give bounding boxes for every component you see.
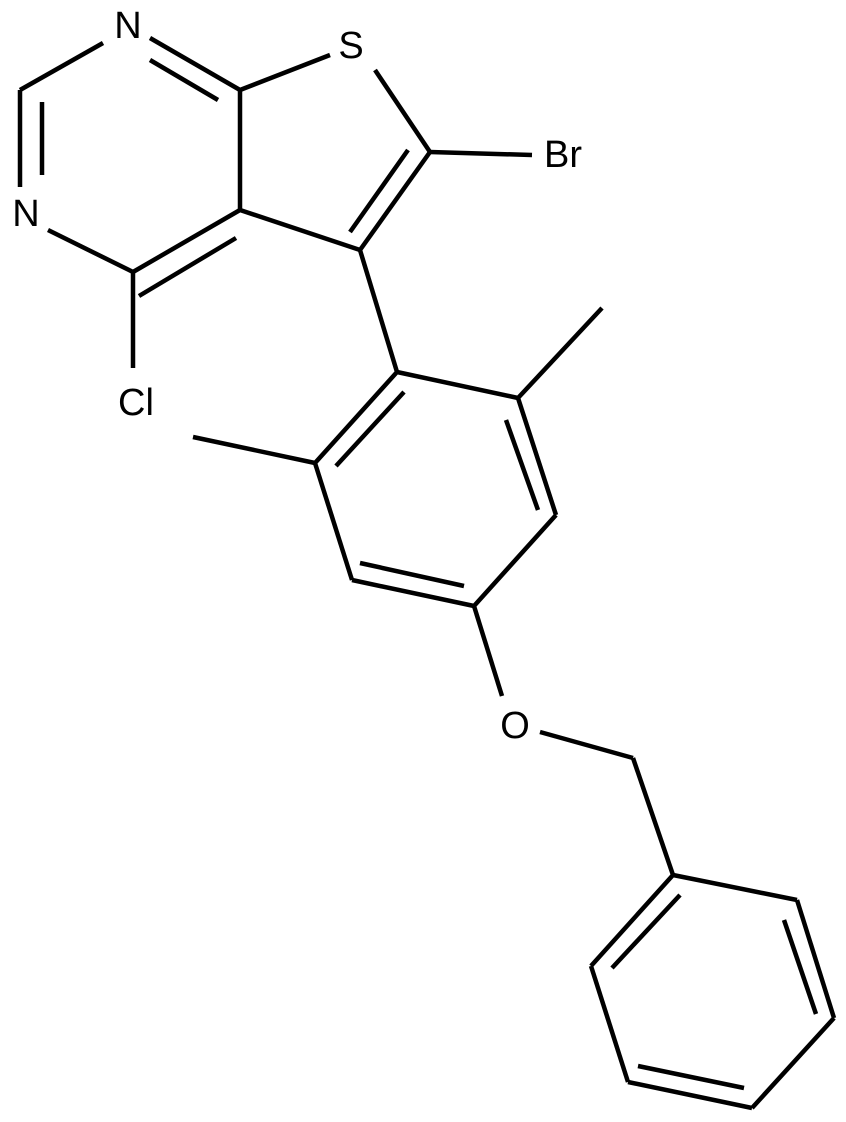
bond-c4-c4a <box>131 208 242 274</box>
bond-ar6-ar1 <box>313 370 399 465</box>
bond-c6-c5-inner <box>348 148 410 234</box>
atom-label-n1: N <box>114 5 141 47</box>
bond-c6-c5 <box>358 150 432 252</box>
atom-label-s: S <box>338 25 363 67</box>
bond-ph6-ph1-inner <box>610 893 682 970</box>
bond-n1-c2 <box>18 41 105 92</box>
bond-ph3-ph4 <box>750 1016 836 1110</box>
bond-ar2-ar3-inner <box>503 419 541 511</box>
bond-ar4-o <box>471 605 505 697</box>
pyrimidine-ring <box>17 36 243 298</box>
bond-ar6-ar1-inner <box>334 390 406 468</box>
bond-ar2-ar3 <box>515 397 559 516</box>
bond-c5-aryl <box>357 249 400 373</box>
bond-c4-c4a-inner <box>137 236 238 298</box>
phenyl-ring <box>588 872 837 1111</box>
bond-methyl-left <box>192 434 316 466</box>
bond-ph6-ph1 <box>589 873 675 968</box>
bond-s-c6 <box>373 68 432 154</box>
bond-methyl-right <box>516 306 604 400</box>
bond-c7a-n1-inner <box>148 58 220 102</box>
bond-ar5-ar6 <box>312 462 355 581</box>
bond-ph4-ph5-inner <box>637 1063 745 1091</box>
bond-ar3-ar4 <box>472 513 558 608</box>
bond-ar4-ar5 <box>351 577 475 609</box>
bond-ph1-ph2 <box>672 872 798 903</box>
atom-label-cl: Cl <box>118 382 154 424</box>
thiophene-ring <box>239 52 432 253</box>
bond-c5-c4a <box>239 207 361 253</box>
bond-ar1-ar2 <box>396 369 519 401</box>
atom-label-br: Br <box>544 134 582 176</box>
bond-ph4-ph5 <box>627 1079 753 1111</box>
bond-ph2-ph3-inner <box>781 919 819 1015</box>
dimethylphenyl-ring <box>312 369 559 609</box>
bond-ph2-ph3 <box>794 899 837 1019</box>
bond-ar4-ar5-inner <box>359 560 465 589</box>
atom-label-o: O <box>500 705 530 747</box>
bond-c6-br <box>429 149 533 158</box>
bond-o-ch2 <box>539 729 634 761</box>
bond-n3-c4 <box>47 227 134 275</box>
bond-ch2-ph <box>630 757 676 876</box>
bond-ph5-ph6 <box>588 965 631 1083</box>
atom-label-n3: N <box>12 193 39 235</box>
bond-c7a-s <box>239 52 331 93</box>
bond-c7a-n1 <box>148 36 242 92</box>
